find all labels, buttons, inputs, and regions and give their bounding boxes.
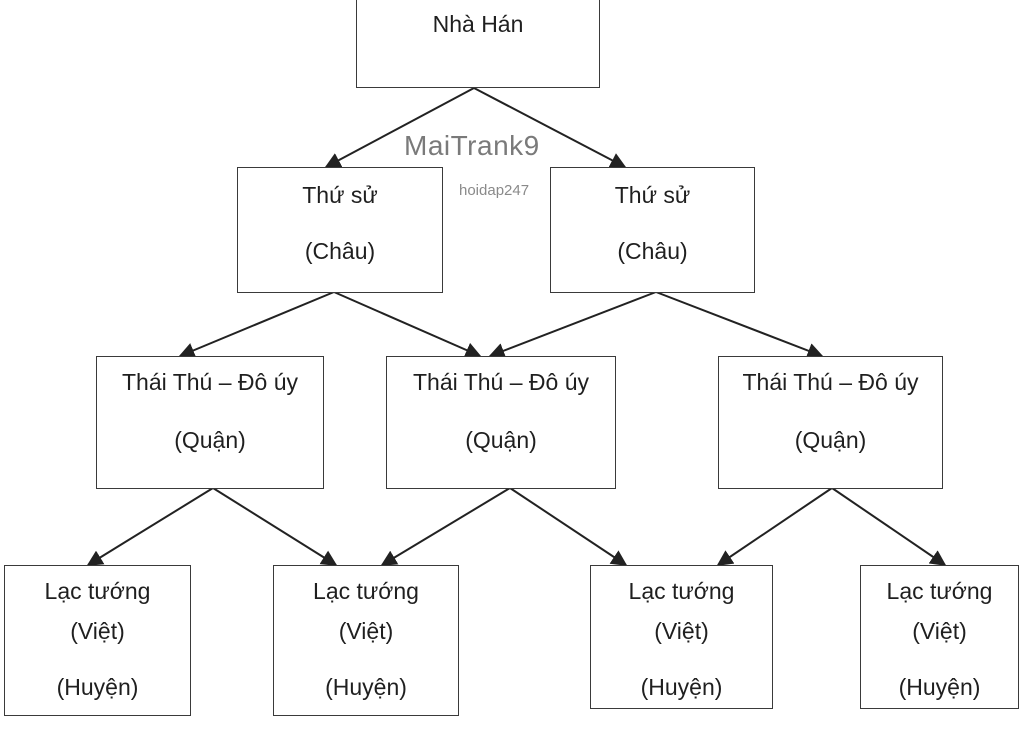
edge-quan1-to-huyen1 [86,487,214,566]
node-title: Lạc tướng [313,578,419,604]
edge-quan2-to-huyen2 [380,487,511,566]
node-unit: (Huyện) [325,674,407,700]
node-unit: (Châu) [304,238,376,264]
node-unit: (Quận) [174,427,246,453]
edge-chau1-to-quan1 [178,291,335,358]
node-title: Lạc tướng [44,578,151,604]
node-unit: (Huyện) [640,674,723,700]
node-title: Thái Thú – Đô úy [742,369,919,395]
edge-quan1-to-huyen2 [212,487,338,566]
node-title: Thái Thú – Đô úy [412,369,589,395]
node-thai-thu-2: Thái Thú – Đô úy (Quận) [386,356,616,489]
node-group: (Việt) [912,618,967,644]
node-lac-tuong-2: Lạc tướng (Việt) (Huyện) [273,565,459,716]
node-unit: (Quận) [794,427,867,453]
node-unit: (Huyện) [56,674,139,700]
node-thai-thu-1: Thái Thú – Đô úy (Quận) [96,356,324,489]
node-title: Thứ sử [302,182,378,208]
watermark-author: MaiTrank9 [404,130,540,161]
edge-chau2-to-quan2 [488,291,657,359]
node-group: (Việt) [654,618,709,644]
node-thai-thu-3: Thái Thú – Đô úy (Quận) [718,356,943,489]
node-thu-su-2: Thứ sử (Châu) [550,167,755,293]
node-title: Thứ sử [614,182,691,208]
edge-chau1-to-quan2 [333,291,482,358]
node-group: (Việt) [70,618,125,644]
edge-quan3-to-huyen4 [831,487,947,566]
node-unit: (Huyện) [898,674,981,700]
node-nha-han: Nhà Hán [356,0,600,88]
edge-quan2-to-huyen3 [509,487,628,566]
node-title: Lạc tướng [628,578,735,604]
edge-root-to-chau-1 [324,87,475,168]
node-group: (Việt) [338,618,394,644]
watermark-site: hoidap247 [459,182,530,199]
edge-chau2-to-quan3 [655,291,824,359]
node-lac-tuong-3: Lạc tướng (Việt) (Huyện) [590,565,773,709]
edge-quan3-to-huyen3 [716,487,833,566]
node-unit: (Châu) [617,238,688,264]
node-thu-su-1: Thứ sử (Châu) [237,167,443,293]
node-title: Lạc tướng [886,578,993,604]
node-title: Nhà Hán [432,11,524,37]
node-title: Thái Thú – Đô úy [121,369,298,395]
edge-root-to-chau-2 [473,87,627,168]
node-lac-tuong-1: Lạc tướng (Việt) (Huyện) [4,565,191,716]
node-lac-tuong-4: Lạc tướng (Việt) (Huyện) [860,565,1019,709]
node-unit: (Quận) [465,427,537,453]
